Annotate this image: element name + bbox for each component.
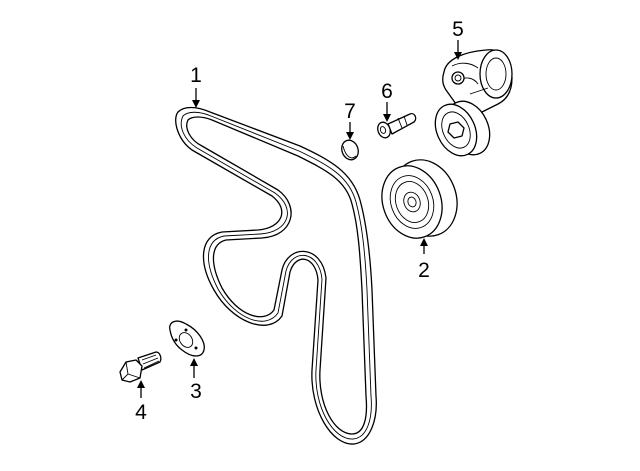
callout-5: 5 (452, 18, 464, 41)
callout-4: 4 (135, 401, 147, 424)
callout-3: 3 (190, 380, 202, 403)
belt-tensioner (434, 49, 513, 157)
idler-pulley (381, 159, 458, 239)
drive-belt (175, 106, 377, 445)
hex-bolt (119, 351, 162, 383)
callout-arrows (137, 40, 462, 398)
cap-plug (341, 139, 359, 161)
cap-screw (377, 112, 417, 139)
callout-6: 6 (381, 80, 393, 103)
callout-7: 7 (344, 100, 356, 123)
washer-plate (169, 320, 205, 357)
callout-labels: 1 2 3 4 5 6 7 (135, 18, 464, 424)
callout-2: 2 (418, 259, 430, 282)
callout-1: 1 (190, 64, 202, 87)
